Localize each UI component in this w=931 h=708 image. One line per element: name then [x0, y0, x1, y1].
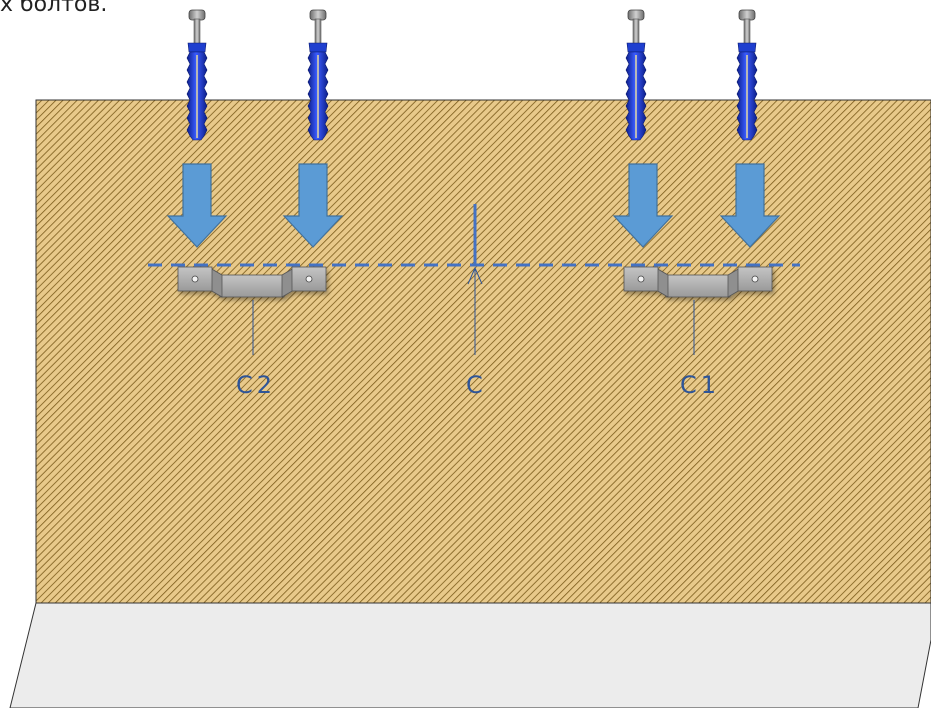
- dowel-1: [186, 9, 208, 141]
- arrow-4: [719, 163, 781, 248]
- screw-head: [188, 9, 206, 21]
- dowel-collar: [626, 42, 646, 53]
- floor: [9, 602, 931, 708]
- leader-arrowhead-c: [467, 266, 483, 285]
- screw-head: [738, 9, 756, 21]
- bracket-hole-left: [191, 275, 199, 283]
- dowel-2: [307, 9, 329, 141]
- label-c: C: [466, 371, 487, 399]
- bracket-hole-right: [305, 275, 313, 283]
- dowel-collar: [187, 42, 207, 53]
- arrow-3: [612, 163, 674, 248]
- bracket-channel: [665, 274, 731, 298]
- bracket-hole-left: [637, 275, 645, 283]
- screw-head: [309, 9, 327, 21]
- bracket-channel: [219, 274, 285, 298]
- dowel-collar: [737, 42, 757, 53]
- brackets-group: [177, 266, 773, 298]
- label-c2: C2: [236, 371, 276, 399]
- bracket-left: [177, 266, 327, 298]
- screw-head: [627, 9, 645, 21]
- bracket-tab-left: [623, 266, 659, 292]
- header-text-fragment: х болтов.: [0, 0, 108, 17]
- arrow-1: [166, 163, 228, 248]
- wall: [35, 99, 931, 604]
- bracket-hole-right: [751, 275, 759, 283]
- dowel-3: [625, 9, 647, 141]
- dowels-group: [186, 9, 758, 141]
- label-c1: C1: [680, 371, 720, 399]
- bracket-right: [623, 266, 773, 298]
- arrow-2: [282, 163, 344, 248]
- dowel-4: [736, 9, 758, 141]
- dowel-collar: [308, 42, 328, 53]
- arrows-group: [166, 163, 781, 248]
